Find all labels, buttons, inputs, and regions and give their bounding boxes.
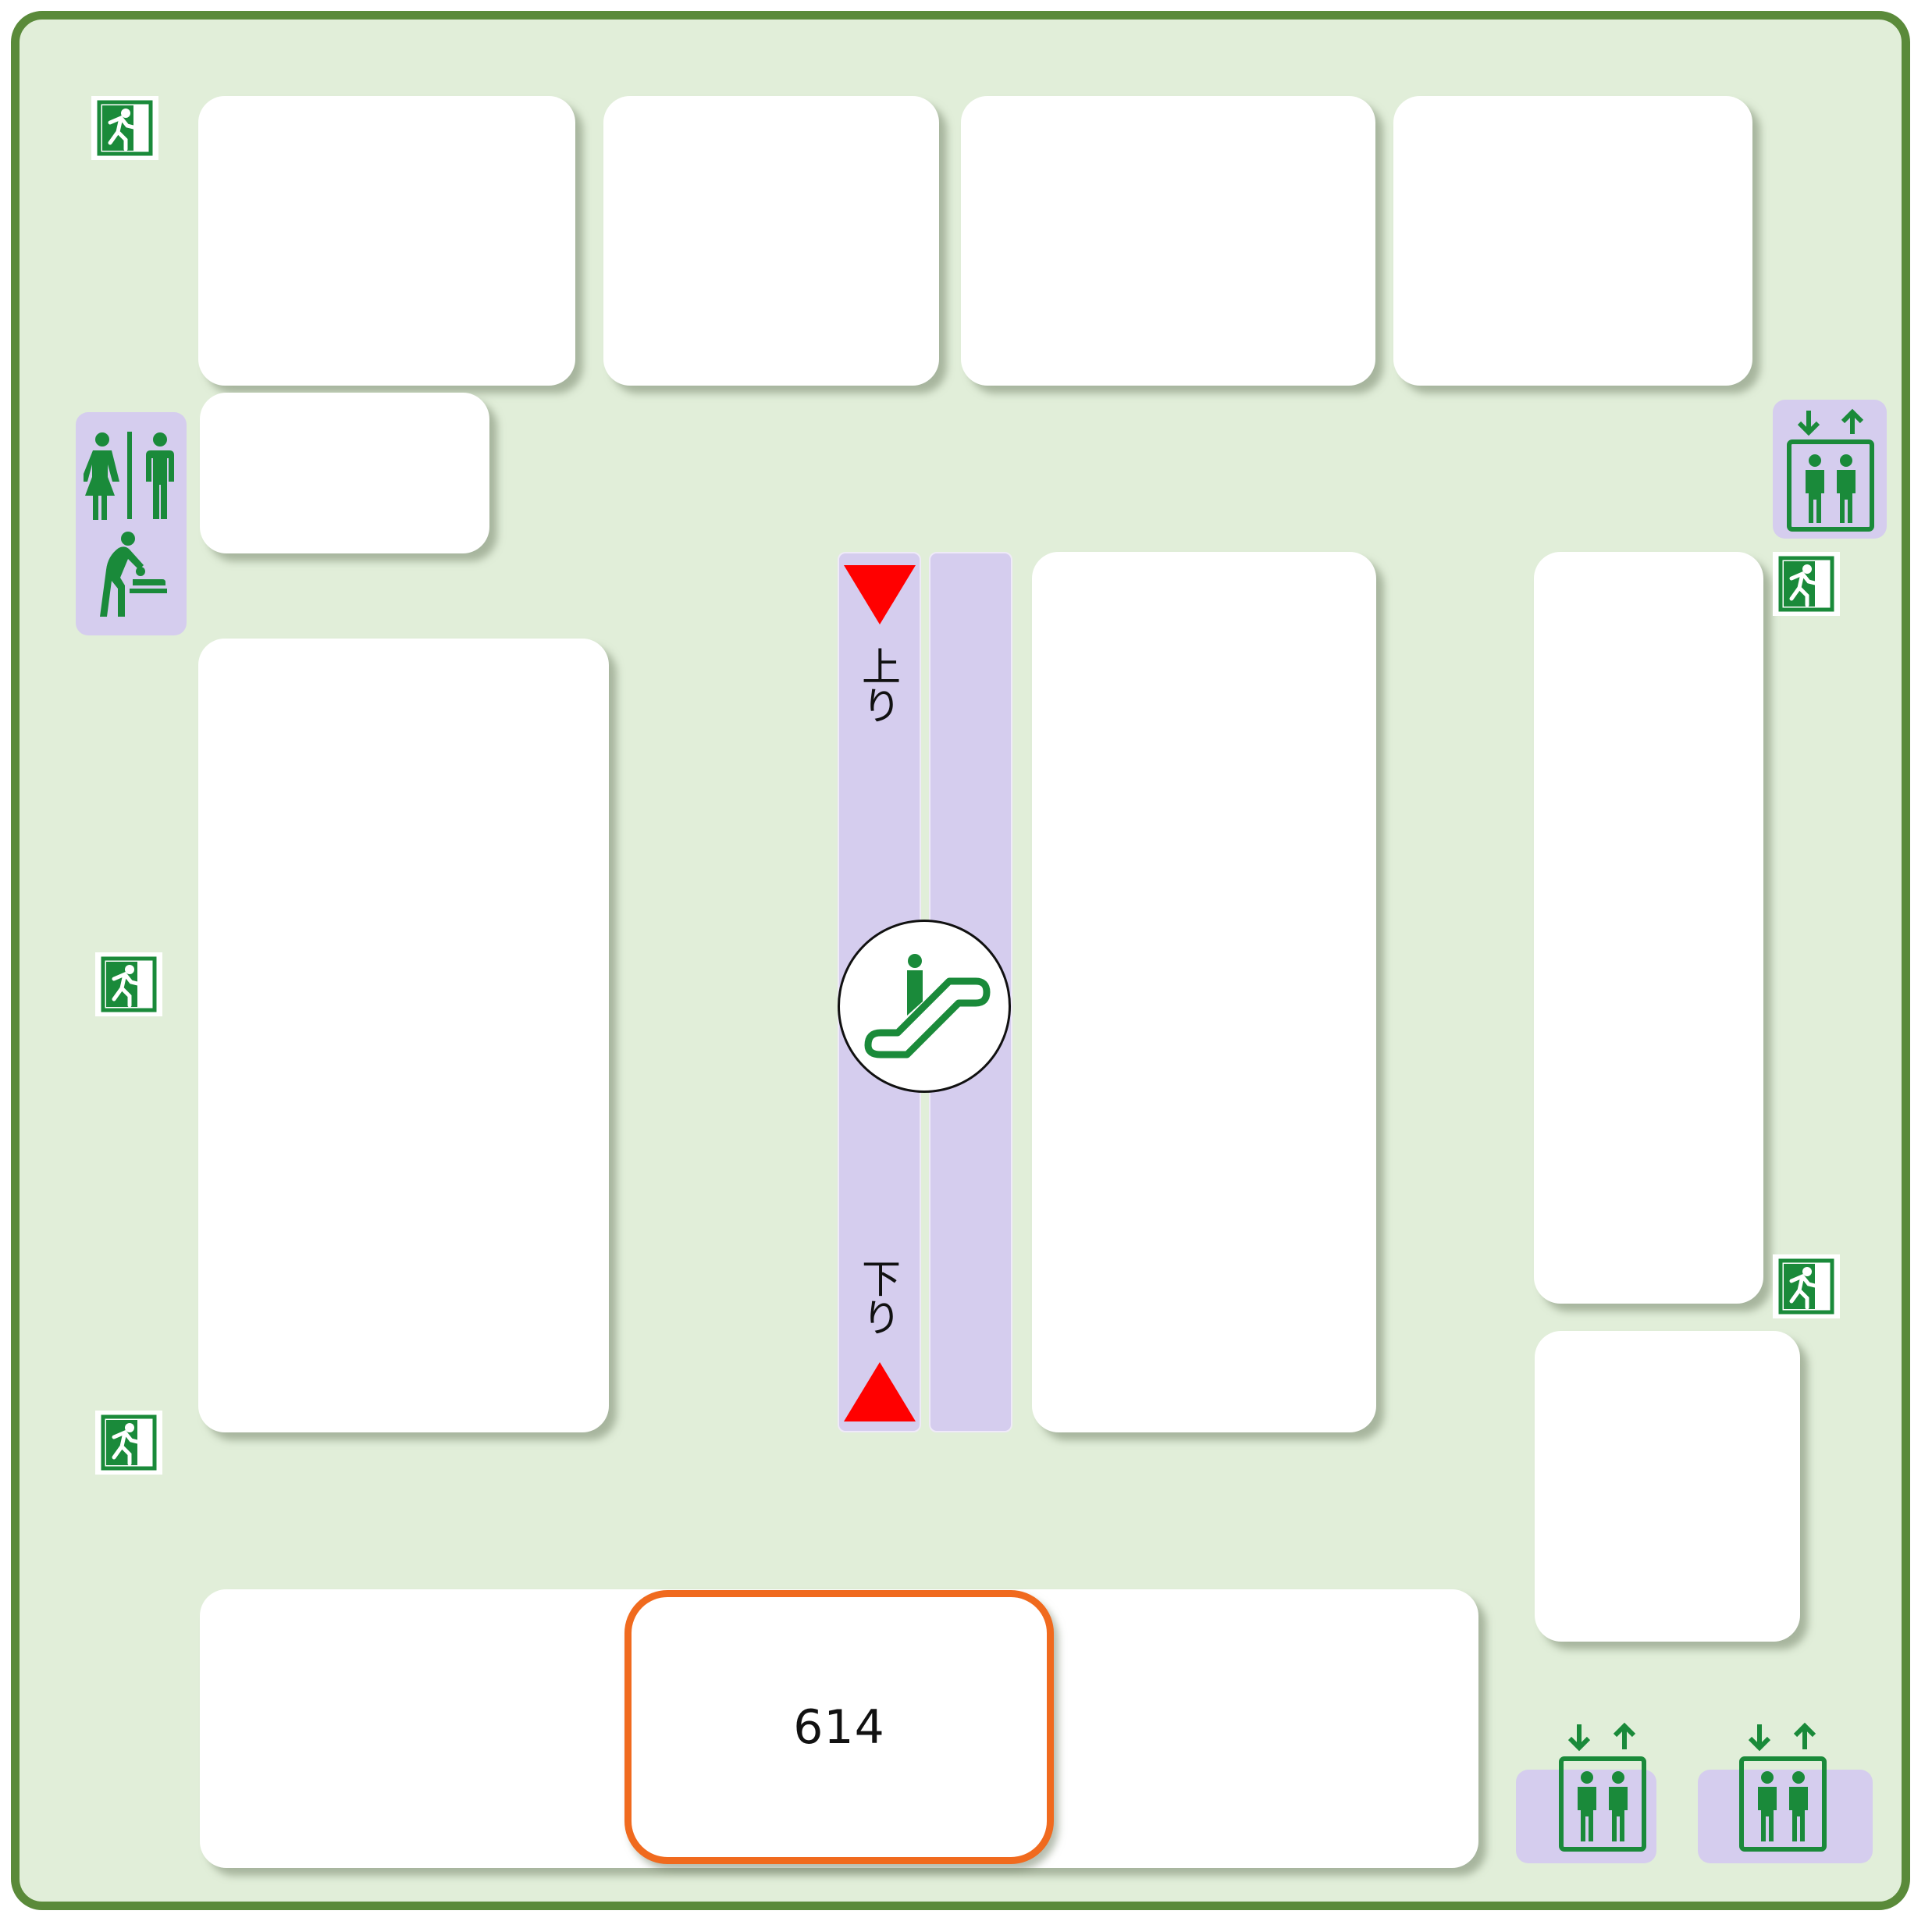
restroom-facility[interactable] <box>76 412 187 635</box>
elevator-top-right[interactable] <box>1773 400 1887 539</box>
escalator-down-label: 下り <box>856 1258 901 1336</box>
shop-top-2[interactable] <box>603 96 939 386</box>
escalator-badge[interactable] <box>838 920 1011 1093</box>
shop-top-3[interactable] <box>961 96 1375 386</box>
shop-left-large[interactable] <box>198 639 609 1432</box>
shop-small-left[interactable] <box>200 393 489 553</box>
down-arrow-icon <box>844 565 916 624</box>
emergency-exit-icon <box>101 956 157 1012</box>
shop-number: 614 <box>793 1699 885 1755</box>
emergency-exit-top-left <box>91 96 158 160</box>
emergency-exit-icon <box>97 100 153 156</box>
emergency-exit-icon <box>1778 1258 1834 1315</box>
shop-top-4[interactable] <box>1393 96 1752 386</box>
escalator-icon <box>864 954 991 1059</box>
restroom-icon <box>84 432 174 520</box>
emergency-exit-left-mid <box>95 952 162 1016</box>
shop-right-tall[interactable] <box>1534 552 1763 1304</box>
elevator-icon <box>1559 1722 1646 1852</box>
emergency-exit-icon <box>101 1414 157 1471</box>
shop-top-1[interactable] <box>198 96 575 386</box>
elevator-icon <box>1739 1722 1827 1852</box>
up-arrow-icon <box>844 1362 916 1421</box>
emergency-exit-right-top <box>1773 552 1840 616</box>
escalator-up-label: 上り <box>856 646 901 724</box>
elevator-icon <box>1787 408 1874 532</box>
shop-center-large[interactable] <box>1032 552 1376 1432</box>
shop-right-small[interactable] <box>1535 1331 1800 1642</box>
shop-614[interactable]: 614 <box>624 1590 1054 1864</box>
emergency-exit-right-mid <box>1773 1254 1840 1318</box>
baby-changing-icon <box>100 532 167 617</box>
emergency-exit-icon <box>1778 556 1834 612</box>
emergency-exit-left-bottom <box>95 1411 162 1475</box>
